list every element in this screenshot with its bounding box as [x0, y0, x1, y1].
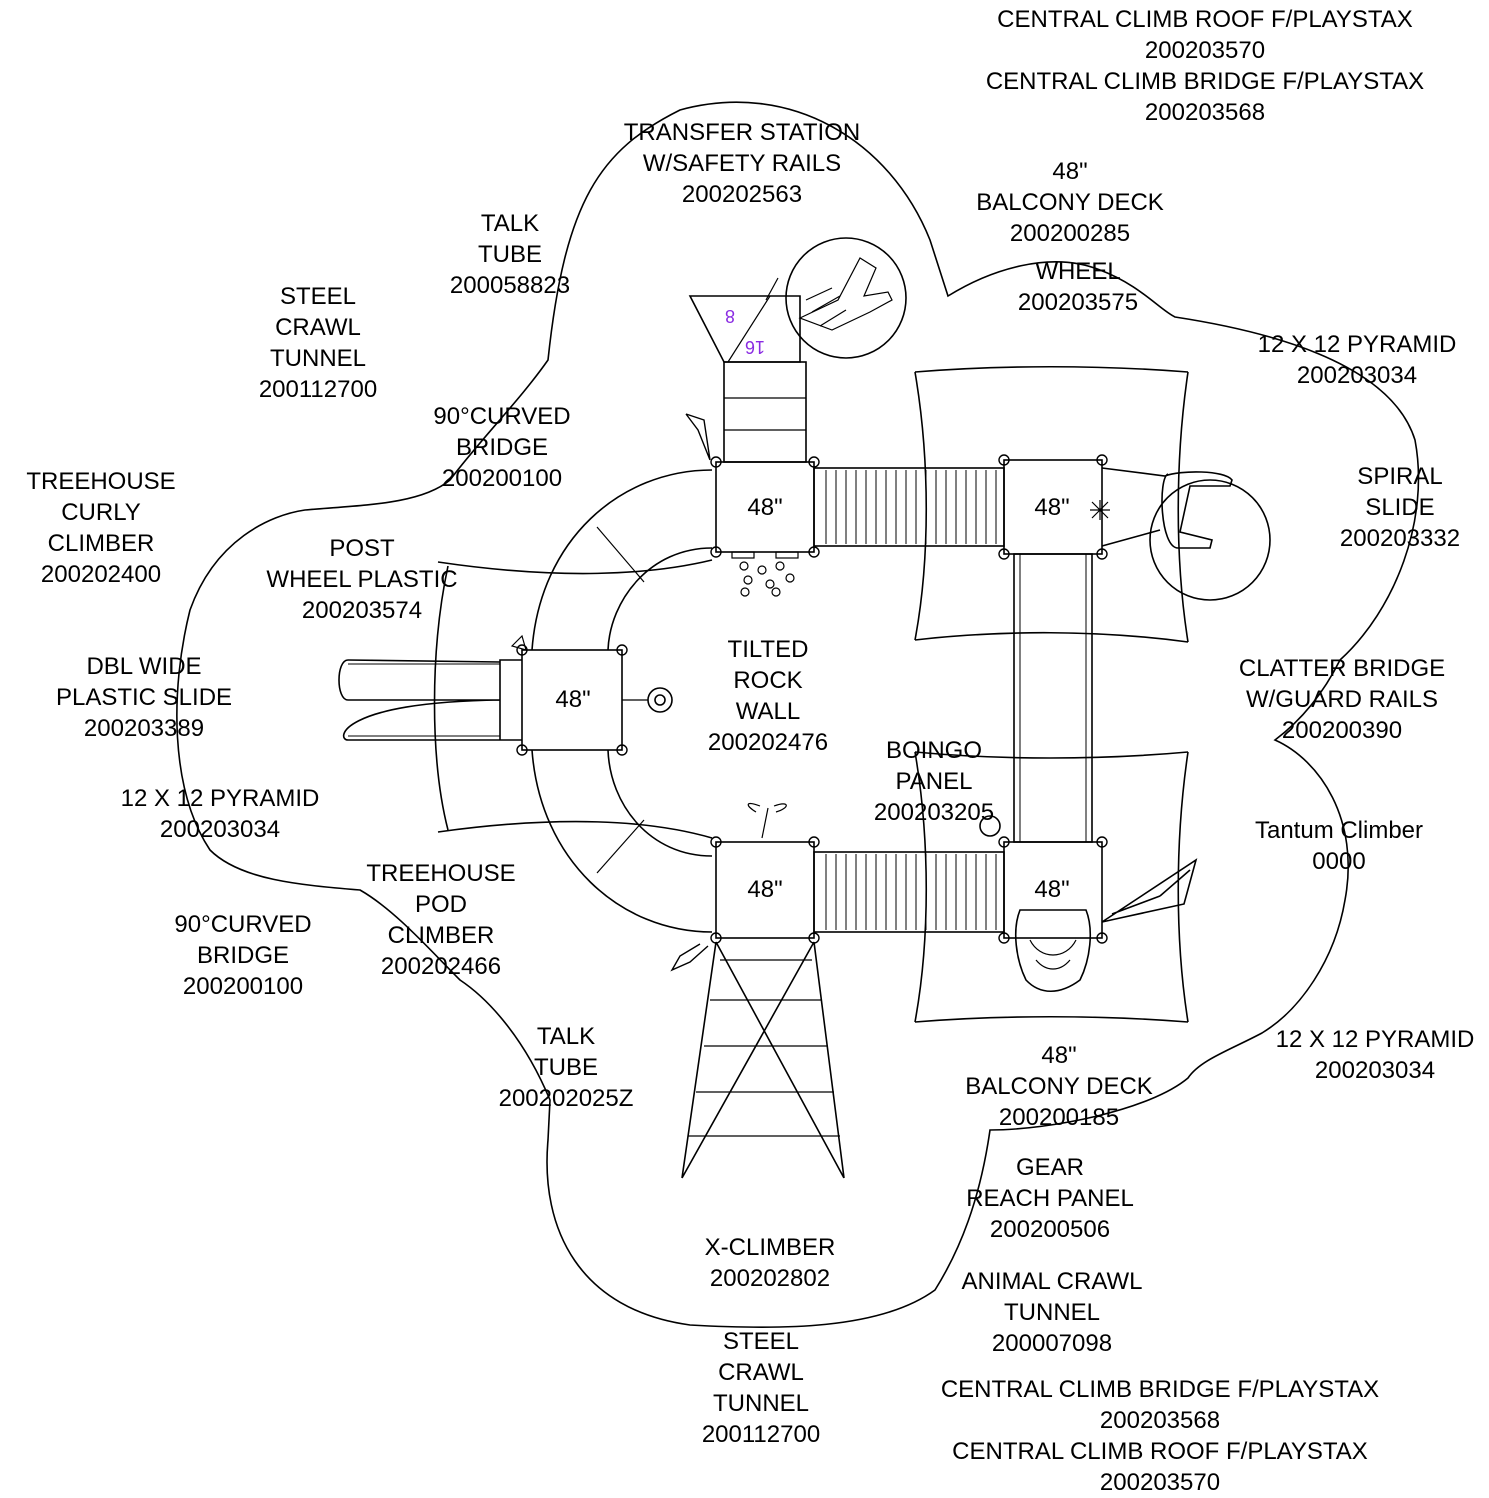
deck-label-top-left: 48"	[747, 494, 783, 521]
spiral-slide-circle	[1149, 479, 1271, 601]
x-climber	[681, 941, 845, 1179]
wheel-icon	[785, 237, 907, 359]
deck-label-bottom-left: 48"	[747, 876, 783, 903]
curved-bridge-upper-outer	[531, 469, 713, 651]
clatter-bridge-top	[813, 467, 1005, 547]
spiral-slide-chute	[1101, 467, 1233, 549]
zone-curve-right-mid1	[914, 631, 1189, 643]
deck-posts	[516, 454, 1108, 944]
zone-curve-right-bot	[914, 1015, 1189, 1023]
transfer-station-steps	[723, 361, 807, 463]
zone-curve-left-top	[437, 559, 713, 575]
curved-bridge-lower-outer	[531, 749, 713, 933]
deck-label-top-right: 48"	[1034, 494, 1070, 521]
curved-bridge-lower-inner	[607, 749, 713, 857]
zone-curve-right-top	[914, 365, 1189, 373]
post-wheel-icon	[647, 687, 673, 713]
talk-tube-bottom-icon	[670, 943, 709, 972]
clatter-bridge-top-slats	[825, 470, 997, 544]
double-slide	[338, 659, 522, 741]
deck-label-left: 48"	[555, 686, 591, 713]
rock-holds	[731, 551, 799, 597]
boingo-panel-icon	[979, 815, 1001, 837]
zone-curve-right-mid2	[914, 751, 1189, 759]
step-mark-16: 16	[745, 337, 766, 357]
talk-tube-top-icon	[685, 413, 711, 461]
zone-curve-right-side-bot2	[1177, 751, 1189, 1023]
tantum-climber	[1101, 858, 1198, 923]
vertical-tunnel	[1013, 553, 1093, 843]
zone-curve-left-bottom	[437, 820, 713, 839]
pod-climber	[1014, 909, 1092, 992]
step-mark-8: 8	[725, 306, 736, 326]
zone-curve-right-side-top	[914, 371, 928, 641]
deck-label-bottom-right: 48"	[1034, 876, 1070, 903]
curved-bridge-upper-inner	[607, 547, 713, 651]
clatter-bridge-bottom	[813, 851, 1005, 933]
transfer-station-platform	[688, 295, 801, 363]
clatter-bridge-bottom-slats	[825, 854, 997, 930]
zone-curve-right-side-top2	[1177, 371, 1189, 643]
play-area-boundary	[176, 101, 1420, 1329]
